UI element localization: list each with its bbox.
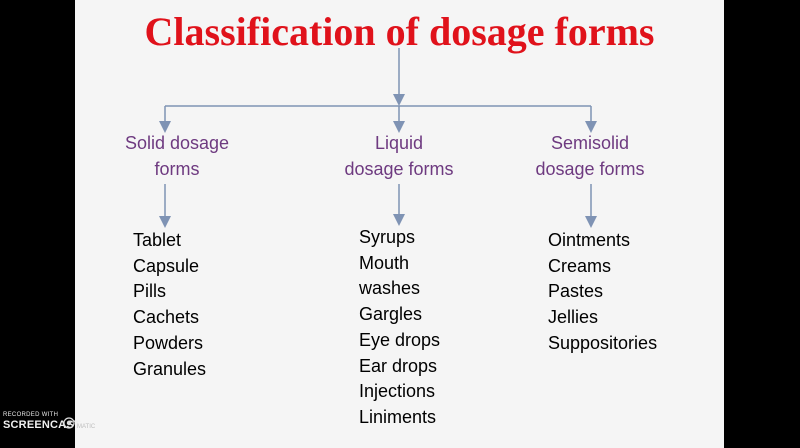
list-item: Pastes (548, 281, 604, 302)
list-item: Pills (133, 281, 167, 302)
category-label-line2: forms (154, 159, 200, 179)
watermark-caption: RECORDED WITH (3, 412, 59, 418)
record-icon (63, 417, 75, 429)
slide: Classification of dosage forms Solid dos… (75, 0, 724, 448)
semisolid-items-list: Ointments Creams Pastes Jellies Supposit… (548, 228, 657, 357)
screencast-watermark: RECORDED WITH SCREENCAST MATIC (3, 412, 103, 444)
list-item: Injections (359, 381, 436, 402)
list-item: Syrups (359, 227, 416, 247)
list-item: Suppositories (548, 332, 658, 353)
connector-lines (159, 48, 597, 228)
category-liquid: Liquid dosage forms (329, 130, 469, 182)
category-label-line2: dosage forms (344, 159, 454, 179)
list-item: Cachets (133, 307, 200, 328)
solid-items-list: Tablet Capsule Pills Cachets Powders Gra… (133, 228, 206, 382)
category-semisolid: Semisolid dosage forms (520, 130, 660, 182)
list-item: Tablet (133, 230, 182, 250)
list-item: Ointments (548, 230, 631, 250)
category-label-line2: dosage forms (535, 159, 645, 179)
watermark-brand: SCREENCAST (3, 419, 81, 431)
liquid-items-list: Syrups Mouth washes Gargles Eye drops Ea… (359, 225, 440, 431)
list-item: Eye drops (359, 329, 441, 350)
list-item: Creams (548, 255, 612, 276)
page-title: Classification of dosage forms (144, 9, 655, 54)
list-item: Powders (133, 332, 204, 353)
category-label-line1: Semisolid (550, 133, 630, 153)
list-item: Mouth (359, 252, 410, 273)
category-solid: Solid dosage forms (107, 130, 247, 182)
category-label-line1: Liquid (374, 133, 424, 153)
category-label-line1: Solid dosage (124, 133, 230, 153)
list-item: Jellies (548, 307, 599, 328)
watermark-suffix: MATIC (77, 424, 96, 430)
list-item: Ear drops (359, 355, 438, 376)
list-item: Capsule (133, 255, 200, 276)
list-item: Liniments (359, 406, 437, 427)
list-item: Granules (133, 358, 207, 379)
list-item: washes (359, 278, 421, 299)
list-item: Gargles (359, 304, 423, 325)
